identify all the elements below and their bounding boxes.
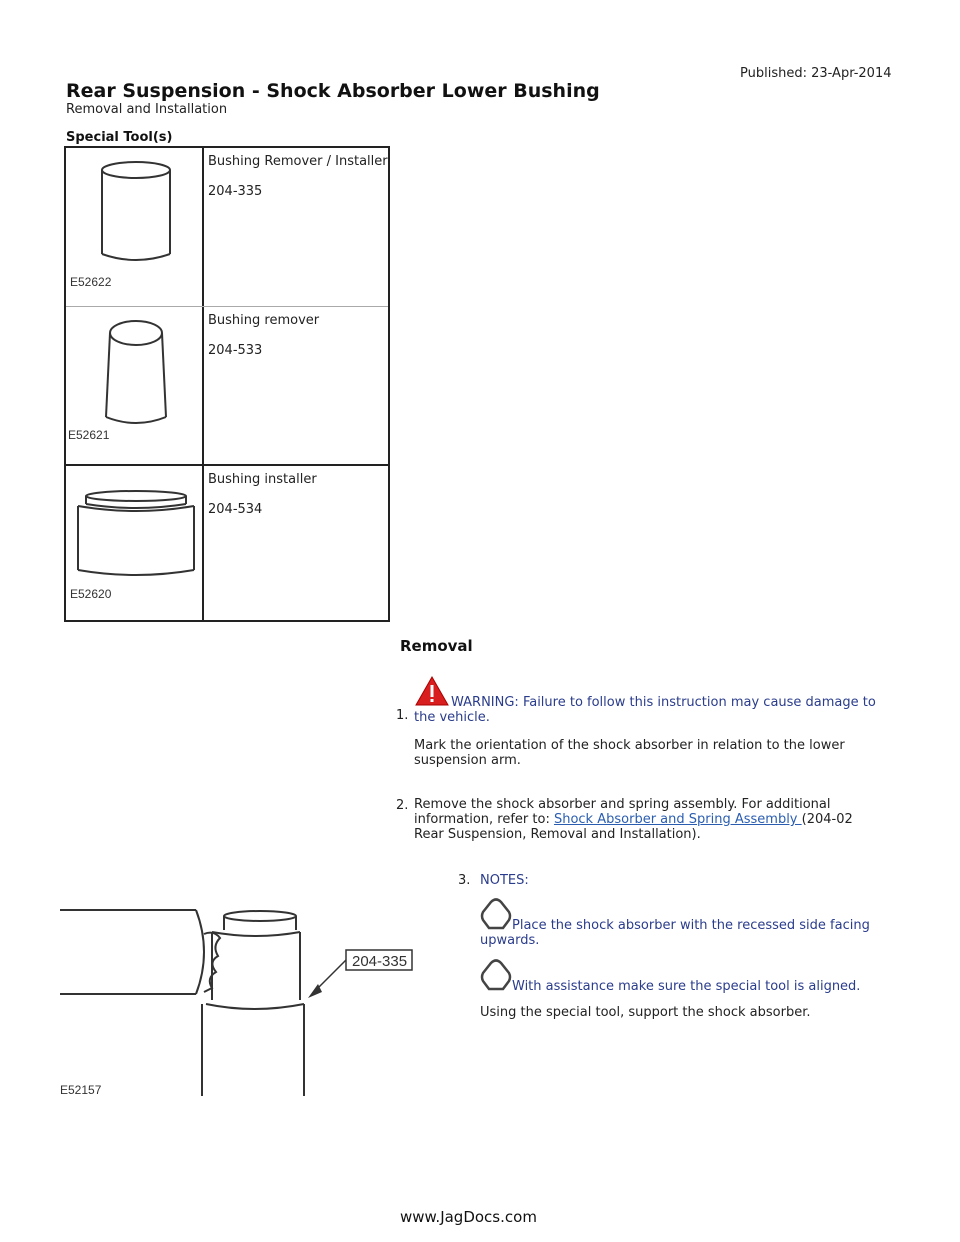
shock-absorber-spring-assembly-link[interactable]: Shock Absorber and Spring Assembly [553,812,802,827]
tool-name: Bushing installer [208,472,317,487]
row-divider [66,464,388,466]
warning-icon [415,675,449,706]
warning-text: WARNING: Failure to follow this instruct… [414,695,876,725]
tool-number: 204-335 [208,184,263,199]
tool-number: 204-534 [208,502,263,517]
notes-label: NOTES: [480,873,529,888]
image-code: E52157 [60,1083,102,1097]
special-tools-table: E52622 Bushing Remover / Installer 204-3… [64,146,390,622]
row-divider [66,306,388,307]
page-title: Rear Suspension - Shock Absorber Lower B… [66,80,600,102]
step-text: Remove the shock absorber and spring ass… [414,797,884,842]
step-text: Mark the orientation of the shock absorb… [414,738,845,768]
tool-row: E52622 Bushing Remover / Installer 204-3… [66,148,388,306]
step-number: 2. [396,798,409,813]
bushing-remover-installer-illustration: E52622 [70,161,171,289]
special-tools-heading: Special Tool(s) [66,130,173,145]
step-text-before: Remove the shock absorber and spring ass… [414,797,831,827]
tool-image-cell: E52620 [66,466,204,620]
note-text: Place the shock absorber with the recess… [480,918,870,948]
tool-image-code: E52621 [68,428,110,442]
note-icon [480,959,512,991]
tool-image-code: E52622 [70,275,112,289]
tool-image-code: E52620 [70,587,112,601]
tool-row: E52621 Bushing remover 204-533 [66,307,388,464]
tool-row: E52620 Bushing installer 204-534 [66,466,388,620]
tool-info: Bushing Remover / Installer 204-335 [208,154,388,200]
note-text: With assistance make sure the special to… [512,979,861,994]
page-subtitle: Removal and Installation [66,102,228,117]
shock-absorber-support-illustration: 204-335 E52157 [60,909,413,1097]
bushing-remover-illustration: E52621 [68,320,167,442]
removal-heading: Removal [400,637,473,655]
tool-number: 204-533 [208,343,263,358]
step-text: Using the special tool, support the shoc… [480,1005,811,1020]
tool-image-cell: E52621 [66,307,204,464]
step-number: 1. [396,708,409,723]
published-date: Published: 23-Apr-2014 [740,66,892,81]
step-text-after: (204-02 Rear Suspension, Removal and Ins… [414,812,853,842]
tool-image-cell: E52622 [66,148,204,306]
footer-site: www.JagDocs.com [400,1208,537,1226]
note-icon [480,898,512,930]
step-number: 3. [458,873,471,888]
bushing-installer-illustration: E52620 [70,490,195,601]
tool-name: Bushing Remover / Installer [208,154,388,169]
callout-label: 204-335 [352,953,407,970]
tool-info: Bushing installer 204-534 [208,472,317,518]
tool-info: Bushing remover 204-533 [208,313,319,359]
tool-name: Bushing remover [208,313,320,328]
